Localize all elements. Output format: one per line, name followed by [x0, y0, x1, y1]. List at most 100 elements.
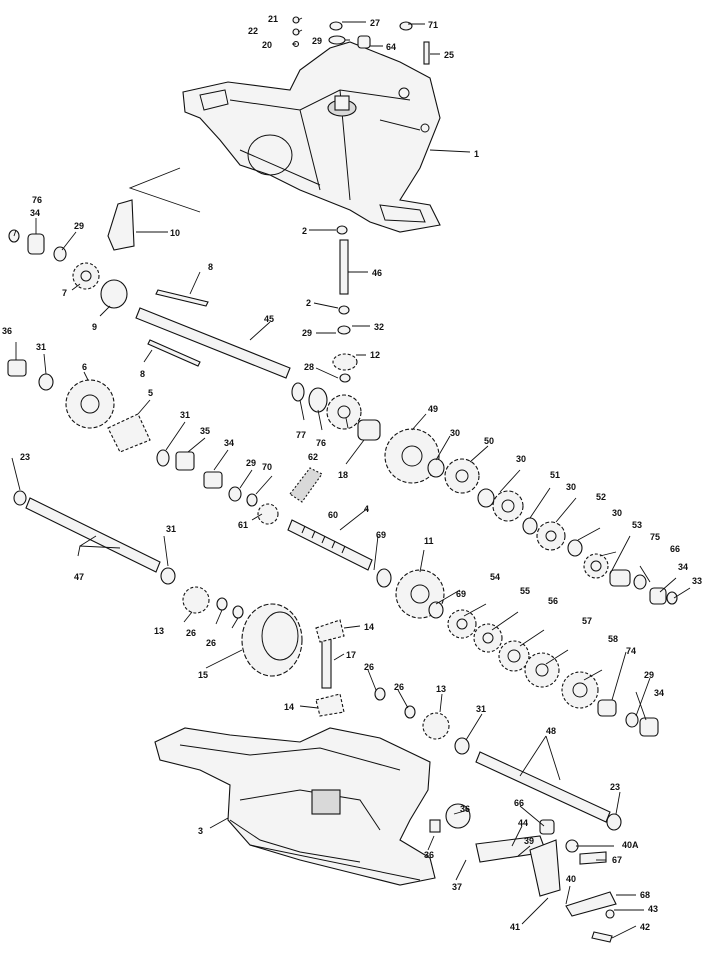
callout-44: 44: [518, 818, 528, 828]
callout-40a: 40A: [622, 840, 639, 850]
gear-13-upper: [182, 586, 210, 614]
bevel-gear-14-lower: [315, 693, 345, 717]
callout-10: 10: [170, 228, 180, 238]
gear-58: [561, 671, 599, 709]
callout-4: 4: [364, 504, 369, 514]
callout-50: 50: [484, 436, 494, 446]
callout-60: 60: [328, 510, 338, 520]
callout-14a: 14: [364, 622, 374, 632]
callout-3: 3: [198, 826, 203, 836]
gear-49: [384, 428, 440, 484]
callout-53: 53: [632, 520, 642, 530]
gear-52: [536, 521, 566, 551]
shift-parts: [107, 199, 617, 943]
callout-45: 45: [264, 314, 274, 324]
callout-62: 62: [308, 452, 318, 462]
callout-76a: 76: [32, 195, 42, 205]
callout-55: 55: [520, 586, 530, 596]
callout-18: 18: [338, 470, 348, 480]
callout-42: 42: [640, 922, 650, 932]
callout-13a: 13: [154, 626, 164, 636]
small-parts: [7, 16, 678, 831]
callout-9: 9: [92, 322, 97, 332]
callout-31d: 31: [476, 704, 486, 714]
callout-29d: 29: [246, 458, 256, 468]
callout-66b: 66: [514, 798, 524, 808]
gear-5: [107, 413, 151, 453]
callout-43: 43: [648, 904, 658, 914]
callout-56: 56: [548, 596, 558, 606]
callout-8a: 8: [208, 262, 213, 272]
callout-31a: 31: [36, 342, 46, 352]
callout-46: 46: [372, 268, 382, 278]
callout-74: 74: [626, 646, 636, 656]
callout-29c: 29: [74, 221, 84, 231]
callout-75a: 75: [650, 532, 660, 542]
callout-37: 37: [452, 882, 462, 892]
gear-13-lower: [422, 712, 450, 740]
callout-34d: 34: [654, 688, 664, 698]
gear-7: [72, 262, 100, 290]
callout-40: 40: [566, 874, 576, 884]
callout-26c: 26: [364, 662, 374, 672]
callout-49: 49: [428, 404, 438, 414]
callout-30d: 30: [612, 508, 622, 518]
gear-56: [498, 640, 530, 672]
callout-68: 68: [640, 890, 650, 900]
callout-6: 6: [82, 362, 87, 372]
callout-67: 67: [612, 855, 622, 865]
gear-12: [332, 353, 358, 371]
callout-41: 41: [510, 922, 520, 932]
callout-34a: 34: [30, 208, 40, 218]
callout-11: 11: [424, 536, 434, 546]
bevel-gear-14-upper: [315, 619, 345, 643]
callout-70: 70: [262, 462, 272, 472]
gear-54: [447, 609, 477, 639]
callout-52: 52: [596, 492, 606, 502]
callout-32: 32: [374, 322, 384, 332]
callout-69a: 69: [376, 530, 386, 540]
callout-54: 54: [490, 572, 500, 582]
callout-14b: 14: [284, 702, 294, 712]
callout-20: 20: [262, 40, 272, 50]
callout-35: 35: [200, 426, 210, 436]
callout-5: 5: [148, 388, 153, 398]
gear-61: [257, 503, 279, 525]
callout-23a: 23: [20, 452, 30, 462]
callout-25: 25: [444, 50, 454, 60]
callout-22: 22: [248, 26, 258, 36]
callout-12: 12: [370, 350, 380, 360]
callout-29b: 29: [302, 328, 312, 338]
callout-30b: 30: [516, 454, 526, 464]
callout-1: 1: [474, 149, 479, 159]
gear-6: [65, 379, 115, 429]
gear-62: [326, 394, 362, 430]
callout-labels: 1 21 22 20 27 29 64 71 25 2 46 2 29 32 1…: [2, 14, 702, 932]
callout-64: 64: [386, 42, 396, 52]
callout-13b: 13: [436, 684, 446, 694]
callout-28: 28: [304, 362, 314, 372]
callout-29a: 29: [312, 36, 322, 46]
callout-31b: 31: [180, 410, 190, 420]
callout-71: 71: [428, 20, 438, 30]
gears: [65, 262, 609, 740]
callout-77: 77: [296, 430, 306, 440]
callout-34c: 34: [678, 562, 688, 572]
callout-61: 61: [238, 520, 248, 530]
callout-51: 51: [550, 470, 560, 480]
callout-29e: 29: [644, 670, 654, 680]
gear-50: [444, 458, 480, 494]
lower-housing: [154, 727, 436, 886]
callout-30c: 30: [566, 482, 576, 492]
callout-2a: 2: [302, 226, 307, 236]
callout-26a: 26: [186, 628, 196, 638]
gear-55: [473, 623, 503, 653]
callout-48: 48: [546, 726, 556, 736]
callout-27: 27: [370, 18, 380, 28]
callout-26d: 26: [394, 682, 404, 692]
callout-8b: 8: [140, 369, 145, 379]
ring-gear-15: [241, 603, 303, 677]
callout-58: 58: [608, 634, 618, 644]
callout-33: 33: [692, 576, 702, 586]
